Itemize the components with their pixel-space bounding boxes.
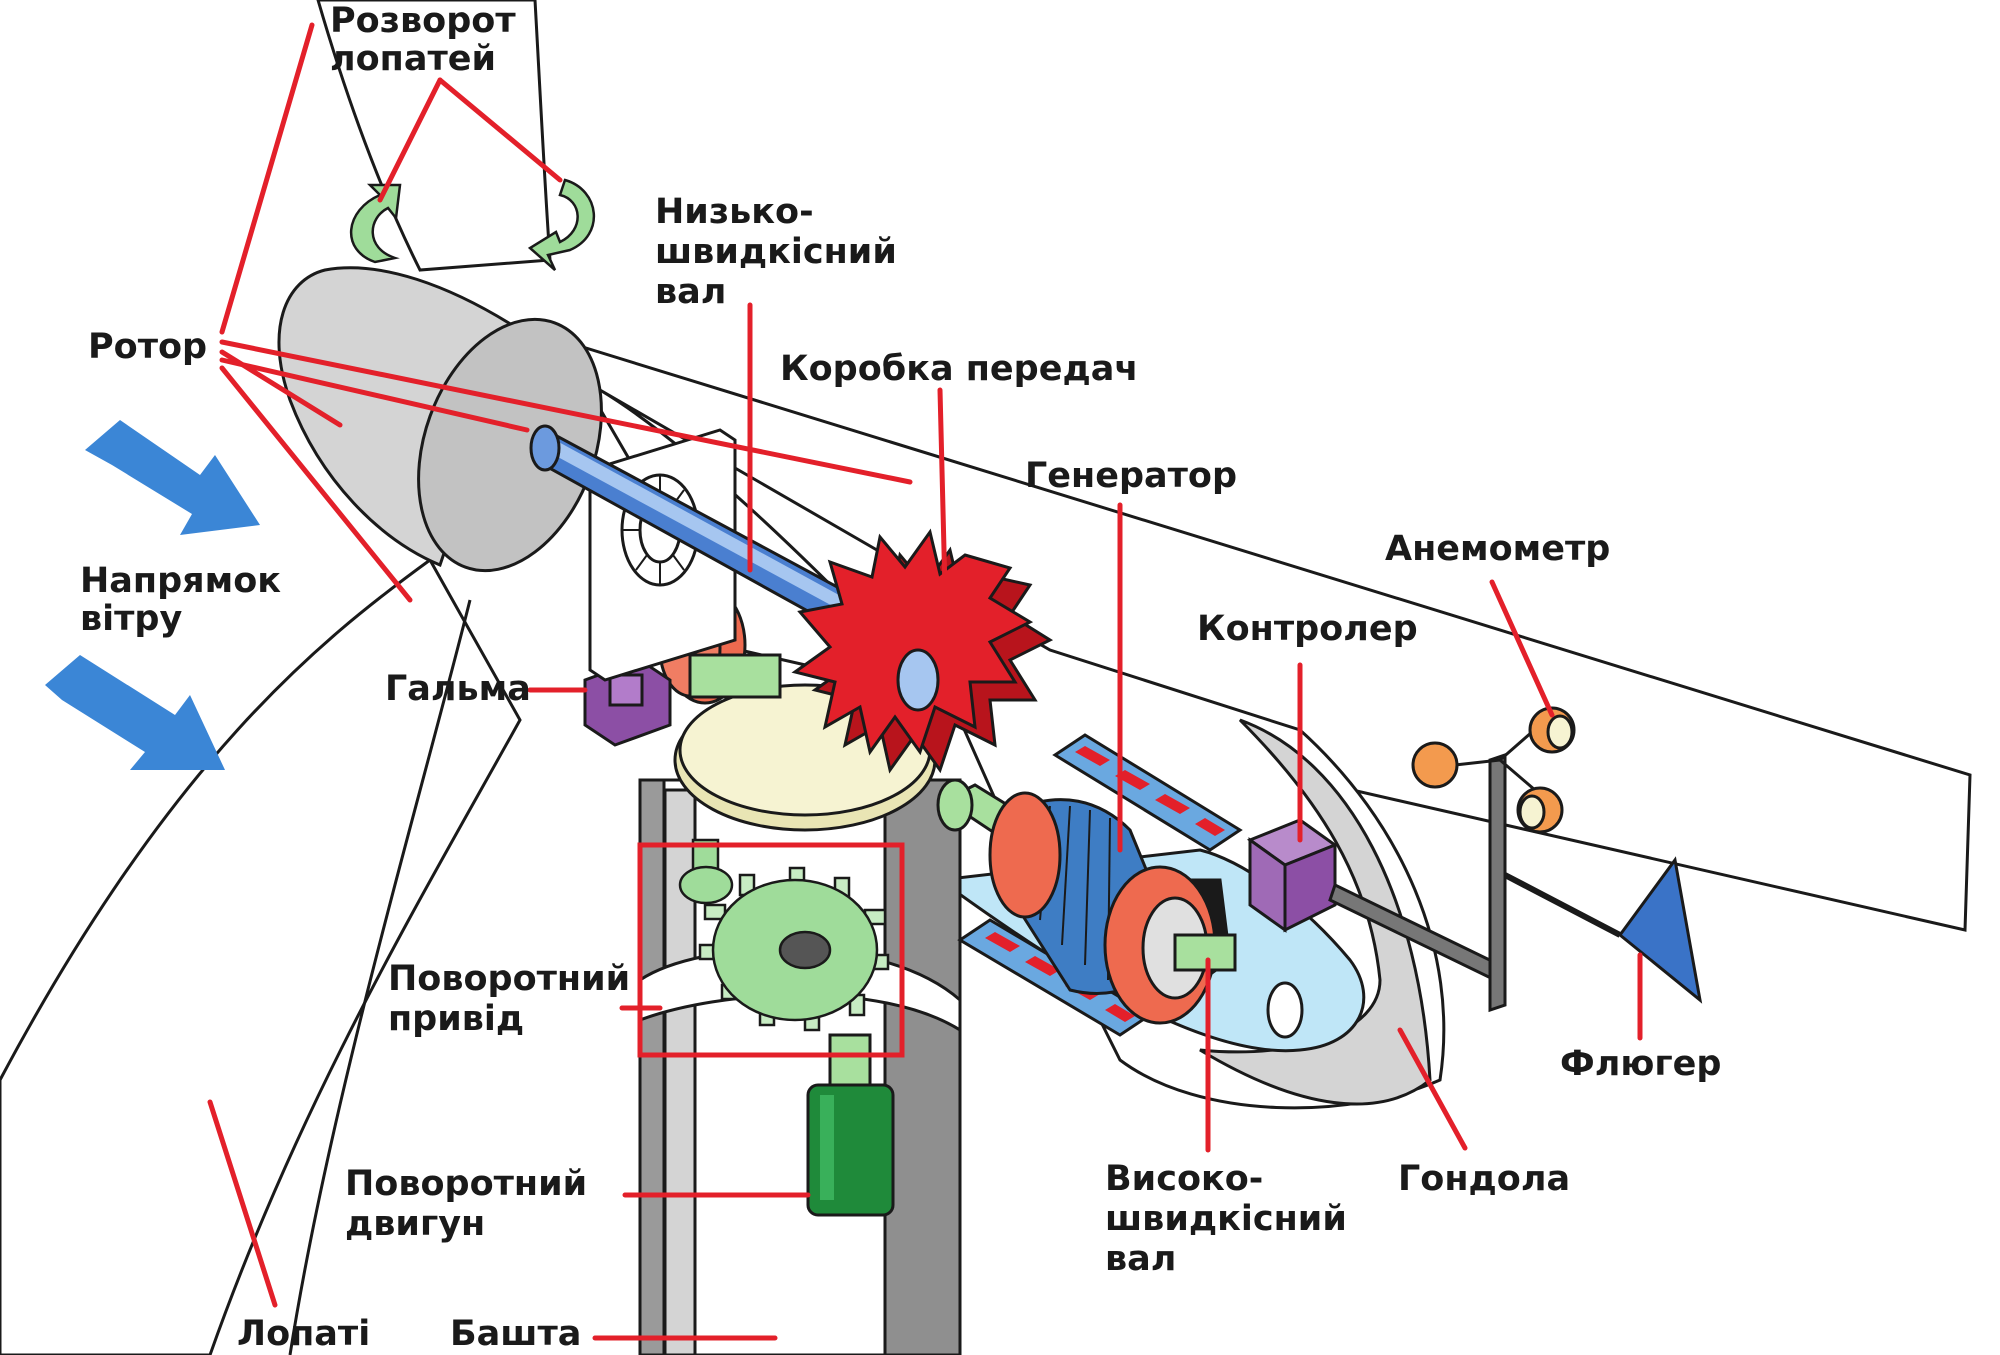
high-speed-shaft-end <box>936 778 974 832</box>
label-blade-pitch: Розворот лопатей <box>330 1 528 79</box>
generator-output-shaft <box>1173 933 1237 972</box>
wind-direction-arrows <box>45 420 260 770</box>
rotor-hub <box>277 266 603 573</box>
leader-gear-box <box>937 387 948 593</box>
tower-shade-left <box>638 778 666 1355</box>
leader-lines <box>207 22 1643 1341</box>
gear-box <box>791 528 1054 774</box>
tower-shade-right <box>883 778 962 1355</box>
label-low-speed-shaft: Низько- швидкісний вал <box>655 192 909 312</box>
blades <box>0 0 552 1355</box>
label-blades: Лопаті <box>237 1314 370 1354</box>
tower <box>638 778 962 1355</box>
upper-blade <box>316 0 552 272</box>
gear-box-gear-front <box>791 528 1034 756</box>
label-gear-box: Коробка передач <box>780 349 1138 389</box>
generator-top-slots <box>1075 746 1225 836</box>
low-speed-shaft-end <box>529 424 561 472</box>
leader-rotor-blade-down <box>219 365 413 603</box>
brake-caliper-slot <box>608 673 644 707</box>
yaw-drive-highlight-box <box>637 842 905 1058</box>
leader-blade-pitch-right <box>437 77 563 183</box>
wind-arrow-upper <box>85 420 260 535</box>
blade-pitch-arrows <box>349 178 596 271</box>
anemometer-cup-bottom-face <box>1518 794 1546 830</box>
yaw-motor-shaft <box>828 1033 872 1092</box>
label-brake: Гальма <box>385 669 531 709</box>
generator-back-coil <box>988 791 1062 919</box>
pitch-arrow-left <box>349 183 402 264</box>
nacelle-porthole <box>1266 981 1304 1039</box>
label-tower: Башта <box>450 1314 581 1354</box>
label-anemometer: Анемометр <box>1385 529 1610 569</box>
leader-blades <box>207 1099 278 1308</box>
lower-blade-inner-edge <box>288 599 472 1355</box>
pitch-arrow-right <box>527 178 596 271</box>
label-yaw-drive: Поворотний привід <box>388 959 642 1039</box>
yaw-motor-highlight <box>820 1095 834 1200</box>
anemometer <box>1411 706 1576 1013</box>
yaw-gear-hole <box>778 930 832 970</box>
low-speed-shaft-highlight <box>545 440 870 622</box>
lower-blade <box>0 557 522 1355</box>
yaw-motor <box>806 1033 895 1217</box>
anemometer-cup-left <box>1411 741 1459 789</box>
leader-anemometer <box>1489 579 1555 718</box>
label-generator: Генератор <box>1025 456 1237 496</box>
leader-rotor-shaft <box>219 357 530 433</box>
anemometer-mast <box>1488 752 1507 1013</box>
leader-rotor-roof <box>219 339 913 485</box>
label-rotor: Ротор <box>88 327 207 367</box>
brake-shaft <box>688 653 782 699</box>
label-nacelle: Гондола <box>1398 1159 1570 1199</box>
labels: Розворот лопатей Ротор Напрямок вітру Ни… <box>80 1 1721 1354</box>
yaw-pinion <box>678 865 734 905</box>
label-wind-direction: Напрямок вітру <box>80 561 293 639</box>
label-yaw-motor: Поворотний двигун <box>345 1164 599 1244</box>
nacelle-shell-grey <box>1199 718 1432 1106</box>
label-high-speed-shaft: Високо- швидкісний вал <box>1105 1159 1359 1279</box>
leader-rotor-blade-up <box>219 22 315 335</box>
wind-vane <box>1503 856 1703 1004</box>
anemometer-cup-top-face <box>1546 714 1574 750</box>
leader-blade-pitch-left <box>377 77 443 203</box>
label-controller: Контролер <box>1197 609 1418 649</box>
wind-vane-fin <box>1617 856 1703 1004</box>
yaw-drive-gears <box>678 838 890 1032</box>
generator <box>957 733 1243 1037</box>
leader-nacelle <box>1397 1027 1468 1151</box>
wind-arrow-lower <box>45 655 225 770</box>
low-speed-shaft <box>529 424 883 642</box>
controller-box-side <box>1283 842 1337 933</box>
gear-box-hub <box>896 648 940 712</box>
label-wind-vane: Флюгер <box>1560 1044 1721 1084</box>
